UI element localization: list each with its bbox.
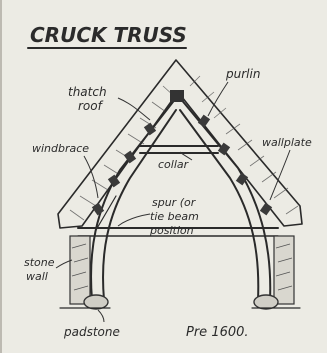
label-purlin: purlin xyxy=(225,67,260,81)
label-padstone: padstone xyxy=(63,325,120,339)
label-spur-3: position xyxy=(149,224,194,237)
date-note: Pre 1600. xyxy=(186,325,249,340)
label-collar: collar xyxy=(158,158,190,171)
label-wallplate: wallplate xyxy=(262,136,312,149)
label-windbrace: windbrace xyxy=(32,142,89,155)
stone-wall-left xyxy=(70,236,90,304)
padstones xyxy=(84,295,278,309)
label-thatch: thatch xyxy=(68,85,107,99)
diagram-title: CRUCK TRUSS xyxy=(30,23,187,47)
ridge-apex xyxy=(170,90,184,102)
label-spur-1: spur (or xyxy=(152,196,197,209)
label-wall: wall xyxy=(26,270,48,283)
label-spur-2: tie beam xyxy=(150,210,199,223)
label-stone: stone xyxy=(24,256,55,269)
label-roof: roof xyxy=(78,99,104,113)
stone-wall-right xyxy=(274,236,294,304)
